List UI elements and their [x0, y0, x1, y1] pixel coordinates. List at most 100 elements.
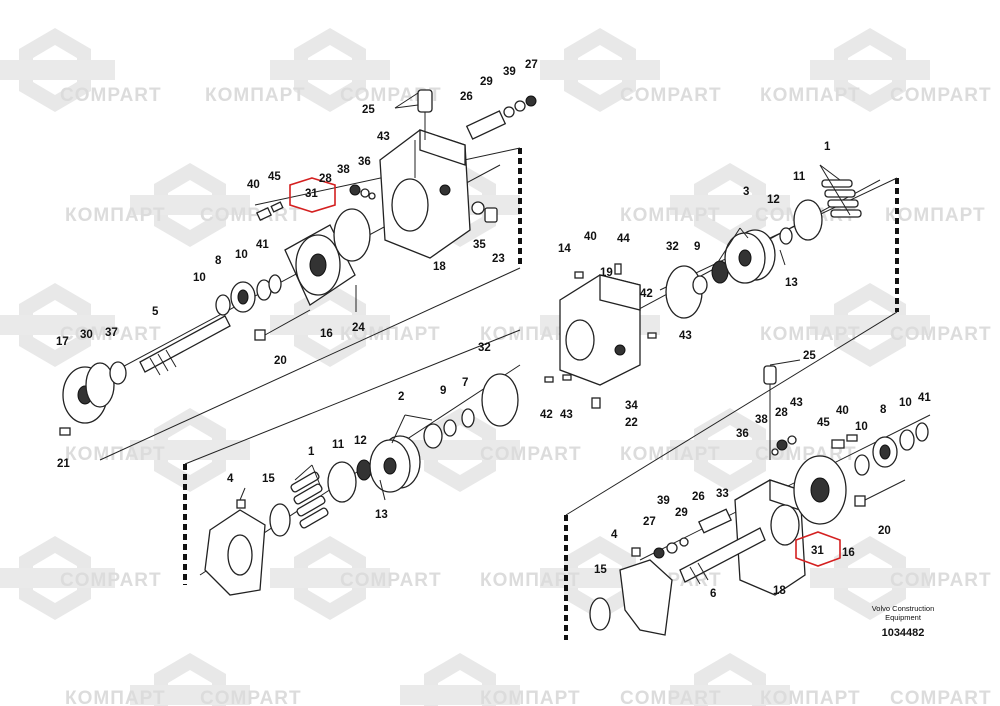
- plug-44: [614, 263, 622, 275]
- callout-32b: 32: [478, 342, 491, 354]
- callout-24: 24: [352, 322, 365, 334]
- callout-10: 10: [235, 249, 248, 261]
- swash-plate-4-lower: [619, 547, 673, 636]
- bearing-8-lower: [872, 436, 898, 468]
- callout-31: 31: [305, 188, 318, 200]
- watermark-text: КОМПАРТ: [480, 688, 581, 706]
- cover-flange-16: [793, 455, 847, 525]
- seat-15: [269, 503, 291, 537]
- pin-43b: [562, 374, 572, 381]
- watermark-text: COMPART: [200, 688, 302, 706]
- callout-29-lower: 29: [675, 507, 688, 519]
- watermark-text: КОМПАРТ: [65, 688, 166, 706]
- callout-42b: 42: [540, 409, 553, 421]
- ring-41-lower: [915, 422, 929, 442]
- callout-45: 45: [268, 171, 281, 183]
- callout-28: 28: [319, 173, 332, 185]
- watermark-text: COMPART: [890, 85, 992, 106]
- watermark-text: КОМПАРТ: [620, 444, 721, 465]
- callout-38: 38: [337, 164, 350, 176]
- callout-19: 19: [600, 267, 613, 279]
- callout-25-lower: 25: [803, 350, 816, 362]
- callout-36: 36: [358, 156, 371, 168]
- shaft-5: [139, 315, 231, 376]
- bolt-20: [254, 309, 311, 341]
- callout-34: 34: [625, 400, 638, 412]
- callout-20-lower: 20: [878, 525, 891, 537]
- plug-34-22: [591, 397, 601, 409]
- watermark-text: КОМПАРТ: [340, 324, 441, 345]
- callout-36-lower: 36: [736, 428, 749, 440]
- watermark-text: КОМПАРТ: [760, 324, 861, 345]
- ring-10-lower: [899, 429, 915, 451]
- callout-40-lower: 40: [836, 405, 849, 417]
- callout-12-lower: 12: [354, 435, 367, 447]
- sensor-plug: [417, 89, 433, 140]
- frame-link-3: [565, 311, 898, 516]
- callout-7: 7: [462, 377, 468, 389]
- callout-31-lower: 31: [811, 545, 824, 557]
- watermark-text: КОМПАРТ: [760, 85, 861, 106]
- watermark-text: COMPART: [620, 688, 722, 706]
- watermark-text: COMPART: [890, 688, 992, 706]
- o-ring-32-lower: [481, 373, 519, 427]
- callout-18-lower: 18: [773, 585, 786, 597]
- cylinder-2: [369, 435, 421, 493]
- watermark-text: КОМПАРТ: [65, 444, 166, 465]
- callout-44: 44: [617, 233, 630, 245]
- callout-13-lower: 13: [375, 509, 388, 521]
- callout-39: 39: [503, 66, 516, 78]
- callout-23: 23: [492, 253, 505, 265]
- callout-40: 40: [247, 179, 260, 191]
- callout-27: 27: [525, 59, 538, 71]
- watermark-text: КОМПАРТ: [760, 688, 861, 706]
- callout-21: 21: [57, 458, 70, 470]
- callout-13: 13: [785, 277, 798, 289]
- bolt-20-lower: [854, 479, 906, 507]
- callout-12: 12: [767, 194, 780, 206]
- callout-43b: 43: [560, 409, 573, 421]
- pump-housing-upper: [379, 129, 471, 259]
- watermark-text: КОМПАРТ: [480, 570, 581, 591]
- valve-stem-lower: [653, 508, 732, 559]
- callout-32: 32: [666, 241, 679, 253]
- screw-21: [59, 427, 71, 436]
- callout-10b: 10: [193, 272, 206, 284]
- o-ring-large: [333, 208, 371, 262]
- callout-40-mid: 40: [584, 231, 597, 243]
- callout-10b-lower: 10: [855, 421, 868, 433]
- watermark-text: КОМПАРТ: [885, 205, 986, 226]
- pistons-1-lower: [290, 471, 329, 529]
- highlight-31-lower: [795, 531, 841, 567]
- callout-18: 18: [433, 261, 446, 273]
- pin-43: [647, 332, 657, 339]
- credit-number: 1034482: [882, 627, 925, 639]
- credit-block: Volvo Construction Equipment 1034482: [872, 604, 935, 639]
- callout-labels: 25 26 29 39 27 43 38 36 28 31 40 45 35 2…: [56, 59, 931, 600]
- callout-9-lower: 9: [440, 385, 446, 397]
- ring-41: [268, 274, 282, 294]
- ring-10b: [215, 294, 231, 316]
- pistons-1: [821, 179, 862, 218]
- spacer-9: [443, 419, 457, 437]
- credit-maker: Volvo Construction: [872, 604, 935, 613]
- watermark-text: КОМПАРТ: [620, 205, 721, 226]
- callout-16: 16: [320, 328, 333, 340]
- seat-15-lower: [589, 597, 611, 631]
- seal-stack: [349, 184, 376, 200]
- callout-41: 41: [256, 239, 269, 251]
- plug-14: [574, 271, 584, 279]
- callout-15-lower: 15: [594, 564, 607, 576]
- callout-28-lower: 28: [775, 407, 788, 419]
- callout-14: 14: [558, 243, 571, 255]
- callout-37: 37: [105, 327, 118, 339]
- ring-9-lower: [423, 423, 443, 449]
- callout-22: 22: [625, 417, 638, 429]
- pin-13: [779, 249, 786, 266]
- callout-leaders: [239, 92, 851, 501]
- callout-4-lower: 4: [611, 529, 618, 541]
- watermark-text: COMPART: [340, 85, 442, 106]
- callout-15: 15: [262, 473, 275, 485]
- valve-stem: [465, 95, 537, 140]
- shaft-6: [679, 527, 766, 585]
